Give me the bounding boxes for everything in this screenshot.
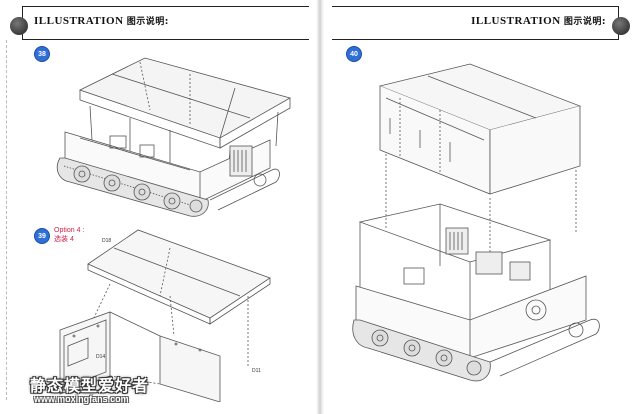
page-gutter — [316, 0, 324, 414]
left-page: ILLUSTRATION 图示说明: 38 — [0, 6, 309, 406]
step-number-badge: 38 — [34, 46, 50, 62]
step-number-badge: 39 — [34, 228, 50, 244]
header-dot-icon — [612, 17, 630, 35]
header-dot-icon — [10, 17, 28, 35]
right-page: ILLUSTRATION 图示说明: 40 — [320, 0, 640, 414]
part-label: D18 — [102, 238, 112, 244]
vehicle-assembled-illustration — [56, 57, 292, 217]
watermark-title: 静态模型爱好者 — [30, 376, 150, 395]
step-number-badge: 40 — [346, 46, 362, 62]
vehicle-canopy-exploded-illustration — [352, 63, 600, 382]
watermark: 静态模型爱好者 www.moxingfans.com — [30, 372, 170, 406]
canopy-exploded-illustration — [59, 229, 271, 402]
page-title: ILLUSTRATION 图示说明: — [34, 15, 169, 27]
page-title: ILLUSTRATION 图示说明: — [471, 15, 606, 27]
option-note: Option 4 : 选装 4 — [54, 227, 85, 243]
watermark-url: www.moxingfans.com — [34, 394, 129, 404]
part-label: D11 — [252, 368, 261, 374]
part-label: D14 — [96, 354, 106, 360]
binder-edge — [0, 40, 7, 400]
